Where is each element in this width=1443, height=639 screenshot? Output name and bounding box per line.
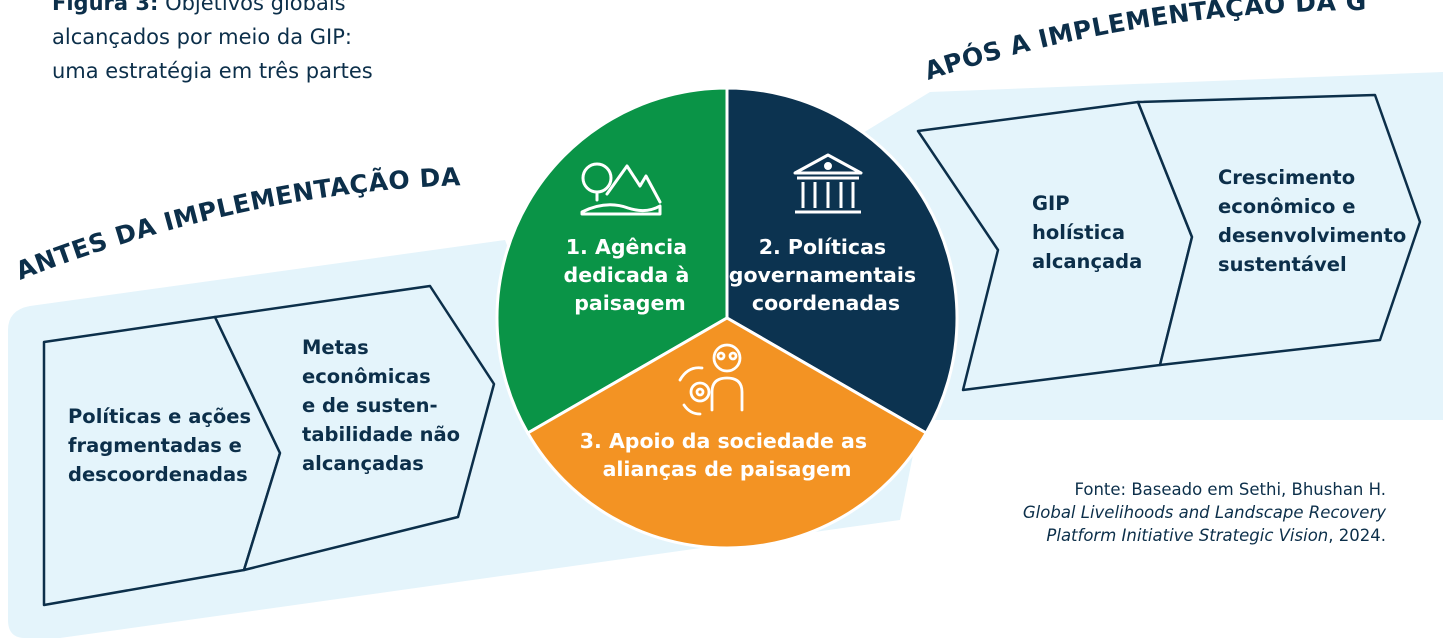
source-suffix: , 2024. (1328, 526, 1386, 545)
after-chevrons (916, 93, 1422, 392)
before-step-1-line-2: fragmentadas e (68, 434, 242, 457)
segment-3-line-2: alianças de paisagem (603, 457, 852, 481)
figure-caption: Figura 3: Objetivos globais alcançados p… (52, 0, 472, 88)
source-title-line-2: Platform Initiative Strategic Vision (1046, 526, 1329, 545)
segment-2-label: 2. Políticas governamentais coordenadas (729, 235, 923, 315)
segment-1-line-3: paisagem (574, 291, 686, 315)
figure-label: Figura 3: (52, 0, 159, 15)
source-title-line-1: Global Livelihoods and Landscape Recover… (1022, 503, 1386, 522)
community-gear-icon (678, 343, 744, 416)
before-heading-text: ANTES DA IMPLEMENTAÇÃO DA GIP (0, 0, 470, 286)
after-step-2-line-2: econômico e (1218, 195, 1355, 218)
before-step-2-label: Metas econômicas e de susten- tabilidade… (302, 336, 467, 475)
segment-2-line-1: 2. Políticas (759, 235, 886, 259)
after-step-2-line-3: desenvolvimento (1218, 224, 1406, 247)
segment-2-line-2: governamentais (729, 263, 916, 287)
source-note: Fonte: Baseado em Sethi, Bhushan H. Glob… (866, 478, 1386, 547)
figure-caption-line-2: alcançados por meio da GIP: (52, 25, 352, 49)
segment-1-line-1: 1. Agência (566, 235, 687, 259)
before-step-2-line-4: tabilidade não (302, 423, 460, 446)
segment-3-line-1: 3. Apoio da sociedade as (580, 429, 867, 453)
source-prefix: Fonte: Baseado em Sethi, Bhushan H. (1074, 480, 1386, 499)
before-step-1-line-1: Políticas e ações (68, 405, 251, 428)
wheel-segment-2 (725, 86, 959, 436)
before-step-2-line-2: econômicas (302, 365, 431, 388)
after-heading: APÓS A IMPLEMENTAÇÃO DA GIP (0, 0, 1367, 86)
after-step-2-line-1: Crescimento (1218, 166, 1355, 189)
after-step-2-label: Crescimento econômico e desenvolvimento … (1218, 166, 1413, 276)
after-step-1-line-1: GIP (1032, 192, 1070, 215)
landscape-icon (580, 162, 662, 216)
before-step-1-line-3: descoordenadas (68, 463, 248, 486)
after-step-1-line-3: alcançada (1032, 250, 1142, 273)
after-heading-text: APÓS A IMPLEMENTAÇÃO DA GIP (0, 0, 1366, 86)
before-chevrons (42, 284, 496, 607)
segment-2-line-3: coordenadas (752, 291, 900, 315)
figure-caption-line-1: Objetivos globais (165, 0, 346, 15)
wheel-segment-3 (525, 316, 929, 550)
after-step-1-line-2: holística (1032, 221, 1125, 244)
after-step-2-chevron (1136, 93, 1422, 367)
before-step-2-line-5: alcançadas (302, 452, 424, 475)
before-heading: ANTES DA IMPLEMENTAÇÃO DA GIP (0, 0, 470, 286)
wheel-segment-1 (495, 86, 729, 436)
after-step-2-line-4: sustentável (1218, 253, 1347, 276)
figure-caption-line-3: uma estratégia em três partes (52, 59, 373, 83)
before-step-2-chevron (213, 284, 496, 572)
after-step-1-label: GIP holística alcançada (1032, 192, 1142, 273)
before-step-1-label: Políticas e ações fragmentadas e descoor… (68, 405, 258, 486)
segment-3-label: 3. Apoio da sociedade as alianças de pai… (580, 429, 874, 481)
government-building-icon (793, 153, 863, 214)
before-step-2-line-1: Metas (302, 336, 369, 359)
wheel (495, 86, 959, 550)
before-step-2-line-3: e de susten- (302, 394, 438, 417)
segment-1-label: 1. Agência dedicada à paisagem (564, 235, 697, 315)
segment-1-line-2: dedicada à (564, 263, 690, 287)
